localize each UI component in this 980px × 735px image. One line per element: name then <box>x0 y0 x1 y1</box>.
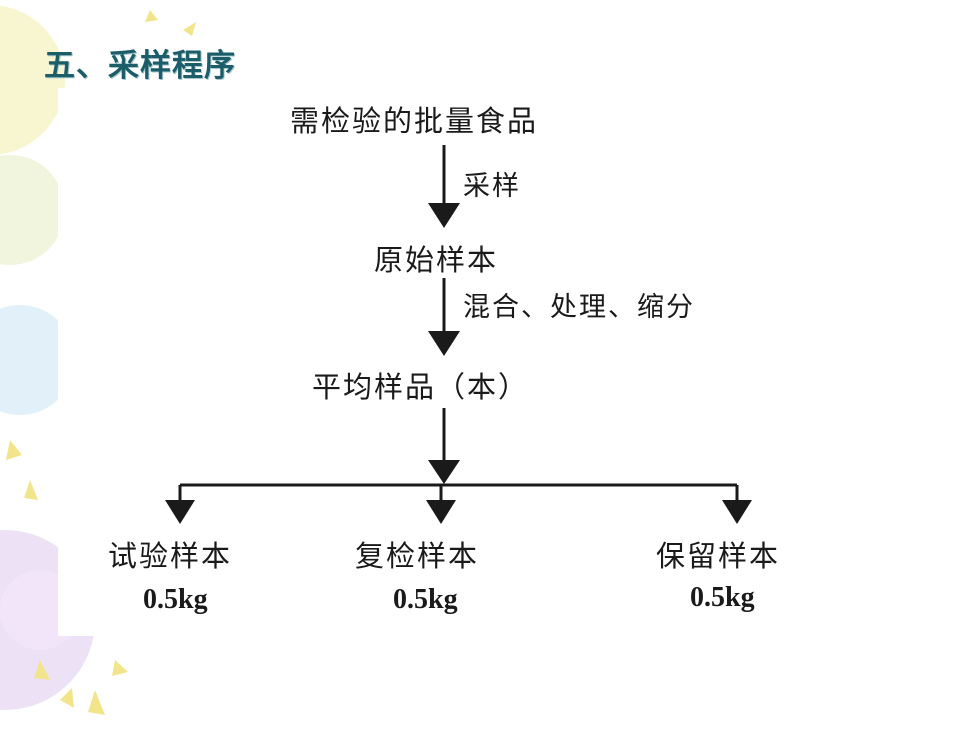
weight-test-sample: 0.5kg <box>143 584 208 615</box>
weight-recheck-sample: 0.5kg <box>393 584 458 615</box>
edge-label-processing: 混合、处理、缩分 <box>463 292 695 323</box>
arrowhead-to-average <box>428 331 460 356</box>
edge-label-sampling: 采样 <box>463 171 521 202</box>
arrowhead-to-test <box>165 500 195 524</box>
slide-title: 五、采样程序 <box>44 48 236 84</box>
arrowhead-to-split <box>428 460 460 484</box>
weight-retain-sample: 0.5kg <box>690 582 755 613</box>
node-retain-sample: 保留样本 <box>656 539 781 573</box>
node-test-sample: 试验样本 <box>108 539 233 573</box>
arrowhead-to-original <box>428 203 460 228</box>
diagram-panel <box>58 88 900 636</box>
arrowhead-to-recheck <box>426 500 456 524</box>
node-original-sample: 原始样本 <box>374 243 499 277</box>
arrowhead-to-retain <box>722 500 752 524</box>
node-average-sample: 平均样品（本） <box>312 370 530 404</box>
node-recheck-sample: 复检样本 <box>355 539 480 573</box>
node-batch-food: 需检验的批量食品 <box>290 104 539 138</box>
